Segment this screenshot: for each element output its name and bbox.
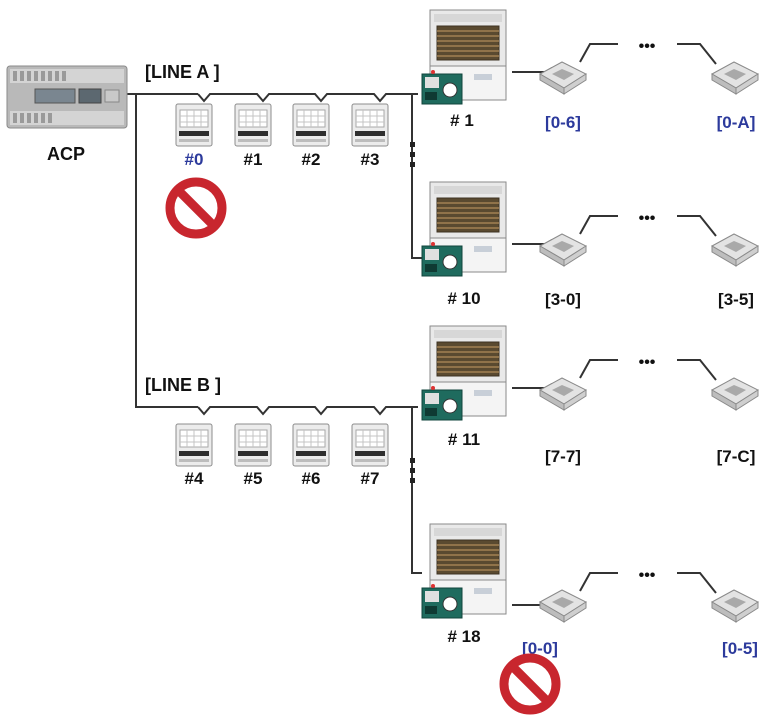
line-a-label: [LINE A ] [145, 62, 220, 82]
converter-label: #7 [361, 469, 380, 488]
ellipsis: ••• [639, 567, 656, 584]
indoor-unit-3-0 [539, 233, 587, 267]
converter-label: #2 [302, 150, 321, 169]
outdoor-unit-label: # 11 [448, 430, 480, 449]
acp-label: ACP [47, 144, 85, 164]
indoor-address: [0-6] [545, 113, 581, 132]
prohibit-icon [170, 182, 222, 234]
line-b-label: [LINE B ] [145, 375, 221, 395]
converter-label: #6 [302, 469, 321, 488]
indoor-unit-0-6 [539, 61, 587, 95]
converter-0: #0 [175, 103, 213, 169]
indoor-address: [3-0] [545, 290, 581, 309]
converter-6: #6 [292, 423, 330, 488]
converter-3: #3 [351, 103, 389, 169]
converter-label: #4 [185, 469, 204, 488]
acp-controller [6, 65, 128, 129]
outdoor-unit-11: # 11 [421, 325, 507, 449]
converter-4: #4 [175, 423, 213, 488]
indoor-unit-7-C [711, 377, 759, 411]
indoor-unit-3-5 [711, 233, 759, 267]
indoor-address: [3-5] [718, 290, 754, 309]
converter-label: #5 [244, 469, 263, 488]
outdoor-unit-18: # 18 [421, 523, 507, 646]
ellipsis: ••• [639, 354, 656, 371]
converter-label: #0 [185, 150, 204, 169]
outdoor-unit-1: # 1 [421, 9, 507, 130]
ellipsis: ••• [639, 210, 656, 227]
indoor-address: [0-0] [522, 639, 558, 658]
converter-7: #7 [351, 423, 389, 488]
converter-label: #1 [244, 150, 263, 169]
prohibit-icon [504, 658, 556, 710]
indoor-address: [0-A] [717, 113, 756, 132]
indoor-unit-0-0 [539, 589, 587, 623]
converter-2: #2 [292, 103, 330, 169]
indoor-unit-7-7 [539, 377, 587, 411]
indoor-unit-0-A [711, 61, 759, 95]
wiring [125, 43, 717, 606]
indoor-address: [7-7] [545, 447, 581, 466]
converter-label: #3 [361, 150, 380, 169]
bus-continuation-dots [410, 142, 415, 483]
indoor-unit-0-5 [711, 589, 759, 623]
outdoor-unit-10: # 10 [421, 181, 507, 308]
outdoor-unit-label: # 10 [447, 289, 480, 308]
outdoor-unit-label: # 18 [447, 627, 480, 646]
outdoor-unit-label: # 1 [450, 111, 474, 130]
ellipsis: ••• [639, 38, 656, 55]
converter-1: #1 [234, 103, 272, 169]
indoor-address: [0-5] [722, 639, 758, 658]
converter-5: #5 [234, 423, 272, 488]
indoor-address: [7-C] [717, 447, 756, 466]
